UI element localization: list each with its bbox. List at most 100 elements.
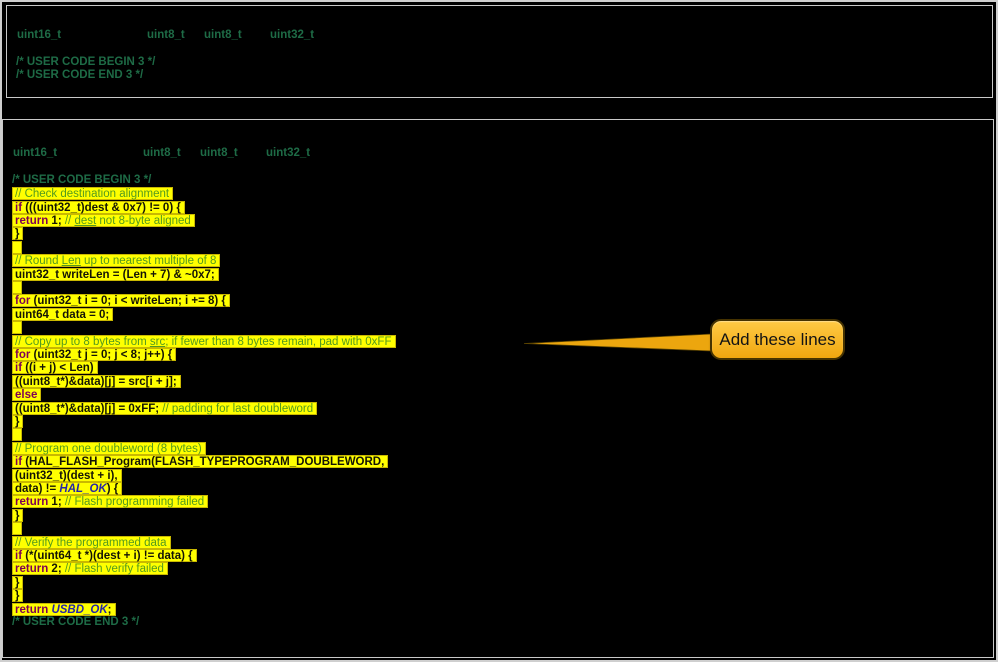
code-line: uint32_t writeLen = (Len + 7) & ~0x7; (12, 267, 219, 282)
highlight-box: // Program one doubleword (8 bytes) (12, 441, 206, 455)
code-segment-code: (((uint32_t)dest & 0x7) != 0) { (22, 201, 181, 214)
empty-highlight-line (12, 240, 22, 255)
highlight-box: } (12, 589, 24, 603)
highlight-box: // Round Len up to nearest multiple of 8 (12, 254, 221, 268)
highlight-box: return 1; // dest not 8-byte aligned (12, 214, 195, 227)
code-line: ((uint8_t*)&data)[j] = src[i + j]; (12, 374, 181, 389)
user-code-marker: /* USER CODE END 3 */ (12, 616, 139, 630)
code-segment-mac: HAL_OK (59, 483, 107, 495)
user-code-marker: /* USER CODE BEGIN 3 */ (16, 56, 155, 70)
code-line: if (HAL_FLASH_Program(FLASH_TYPEPROGRAM_… (12, 455, 389, 469)
code-segment-code: (uint32_t j = 0; j < 8; j++) { (30, 349, 173, 361)
code-line: return USBD_OK; (12, 602, 116, 617)
code-segment-code: 1; (48, 215, 65, 227)
code-segment-com: // Program one doubleword (8 bytes) (15, 442, 202, 455)
code-line: // Copy up to 8 bytes from src; if fewer… (12, 334, 396, 349)
code-line: } (12, 508, 24, 523)
code-line: else (12, 388, 42, 402)
code-segment-kw: if (15, 201, 23, 214)
code-line: // Round Len up to nearest multiple of 8 (12, 254, 221, 268)
code-segment-com: // Verify the programmed data (15, 536, 167, 549)
highlight-box: uint64_t data = 0; (12, 307, 114, 321)
highlight-box: // Verify the programmed data (12, 535, 171, 549)
code-segment-code: } (15, 509, 20, 522)
callout-tail (524, 333, 712, 352)
code-segment-comu: Len (61, 255, 81, 268)
code-segment-com: // Round (15, 255, 62, 268)
type-token: uint8_t (204, 29, 242, 41)
code-segment-kw: return (15, 215, 49, 227)
highlight-box: for (uint32_t j = 0; j < 8; j++) { (12, 348, 177, 361)
user-code-marker: /* USER CODE END 3 */ (16, 69, 143, 83)
highlight-box (12, 428, 22, 442)
code-segment-code: } (15, 576, 20, 589)
code-segment-code: ; (107, 603, 112, 616)
code-line: if (((uint32_t)dest & 0x7) != 0) { (12, 200, 185, 215)
code-segment-com: // Copy up to 8 bytes from (15, 335, 150, 348)
code-segment-code: (uint32_t)(dest + i), (15, 469, 118, 482)
highlight-box: (uint32_t)(dest + i), (12, 468, 122, 482)
highlight-box: return 2; // Flash verify failed (12, 562, 168, 576)
code-line: if (*(uint64_t *)(dest + i) != data) { (12, 549, 197, 563)
highlight-box: if ((i + j) < Len) (12, 361, 98, 375)
highlight-box: ((uint8_t*)&data)[j] = src[i + j]; (12, 374, 181, 388)
code-segment-kw: return (15, 603, 49, 616)
code-segment-code: ((uint8_t*)&data)[j] = src[i + j]; (15, 375, 177, 388)
callout-add-these-lines: Add these lines (710, 319, 845, 360)
code-segment-comu: src (149, 335, 166, 348)
code-line: return 1; // dest not 8-byte aligned (12, 214, 195, 228)
highlight-box: // Check destination alignment (12, 187, 174, 201)
code-segment-kw: for (15, 295, 31, 308)
code-line: // Program one doubleword (8 bytes) (12, 441, 206, 456)
highlight-box: else (12, 388, 42, 402)
code-segment-code: 2; (48, 563, 65, 576)
code-line: // Verify the programmed data (12, 535, 171, 550)
user-code-comment: /* USER CODE BEGIN 3 */ (12, 173, 152, 186)
empty-highlight-line (12, 522, 22, 536)
code-segment-com: not 8-byte aligned (96, 215, 191, 227)
user-code-comment: /* USER CODE END 3 */ (16, 69, 144, 82)
code-segment-kw: if (15, 456, 23, 469)
code-line: uint64_t data = 0; (12, 307, 114, 322)
code-segment-com: // (64, 215, 75, 227)
highlight-box: if (((uint32_t)dest & 0x7) != 0) { (12, 200, 185, 214)
highlight-box: } (12, 575, 24, 589)
type-token: uint16_t (13, 147, 58, 159)
user-code-marker: /* USER CODE BEGIN 3 */ (12, 174, 151, 188)
type-token: uint8_t (200, 147, 238, 159)
code-line: ((uint8_t*)&data)[j] = 0xFF; // padding … (12, 401, 318, 416)
code-segment-code: 1; (48, 496, 65, 509)
code-segment-kw: for (15, 349, 31, 361)
type-token: uint32_t (266, 147, 311, 159)
code-segment-code: } (15, 416, 20, 428)
code-segment-code: (uint32_t i = 0; i < writeLen; i += 8) { (30, 295, 226, 308)
highlight-box: uint32_t writeLen = (Len + 7) & ~0x7; (12, 267, 219, 281)
code-segment-code: (HAL_FLASH_Program(FLASH_TYPEPROGRAM_DOU… (22, 456, 385, 469)
code-segment-code: } (15, 228, 20, 241)
code-segment-code: data) != (15, 483, 60, 495)
code-line: for (uint32_t i = 0; i < writeLen; i += … (12, 294, 230, 308)
code-line: return 2; // Flash verify failed (12, 562, 168, 576)
highlight-box: if (HAL_FLASH_Program(FLASH_TYPEPROGRAM_… (12, 455, 389, 469)
code-line: } (12, 575, 24, 590)
callout-label: Add these lines (719, 329, 836, 349)
code-line: // Check destination alignment (12, 187, 174, 201)
callout-tail-shape (524, 333, 712, 352)
code-segment-com: // padding for last doubleword (162, 402, 314, 415)
type-token: uint16_t (17, 29, 62, 41)
code-segment-com: ; if fewer than 8 bytes remain, pad with… (165, 335, 392, 348)
highlight-box: } (12, 415, 24, 428)
code-segment-code: } (15, 590, 20, 603)
type-token: uint32_t (270, 29, 315, 41)
code-segment-com: // Flash verify failed (64, 563, 164, 576)
code-segment-comu: dest (74, 215, 97, 227)
highlight-box: // Copy up to 8 bytes from src; if fewer… (12, 334, 396, 348)
code-segment-mac: USBD_OK (51, 603, 108, 616)
code-line: return 1; // Flash programming failed (12, 495, 209, 509)
code-line: if ((i + j) < Len) (12, 361, 98, 375)
code-lines: uint16_t uint8_t uint8_t uint32_t /* USER CO… (12, 120, 991, 657)
code-segment-kw: return (15, 563, 49, 576)
code-segment-com: up to nearest multiple of 8 (80, 255, 217, 268)
type-token: uint8_t (143, 147, 181, 159)
